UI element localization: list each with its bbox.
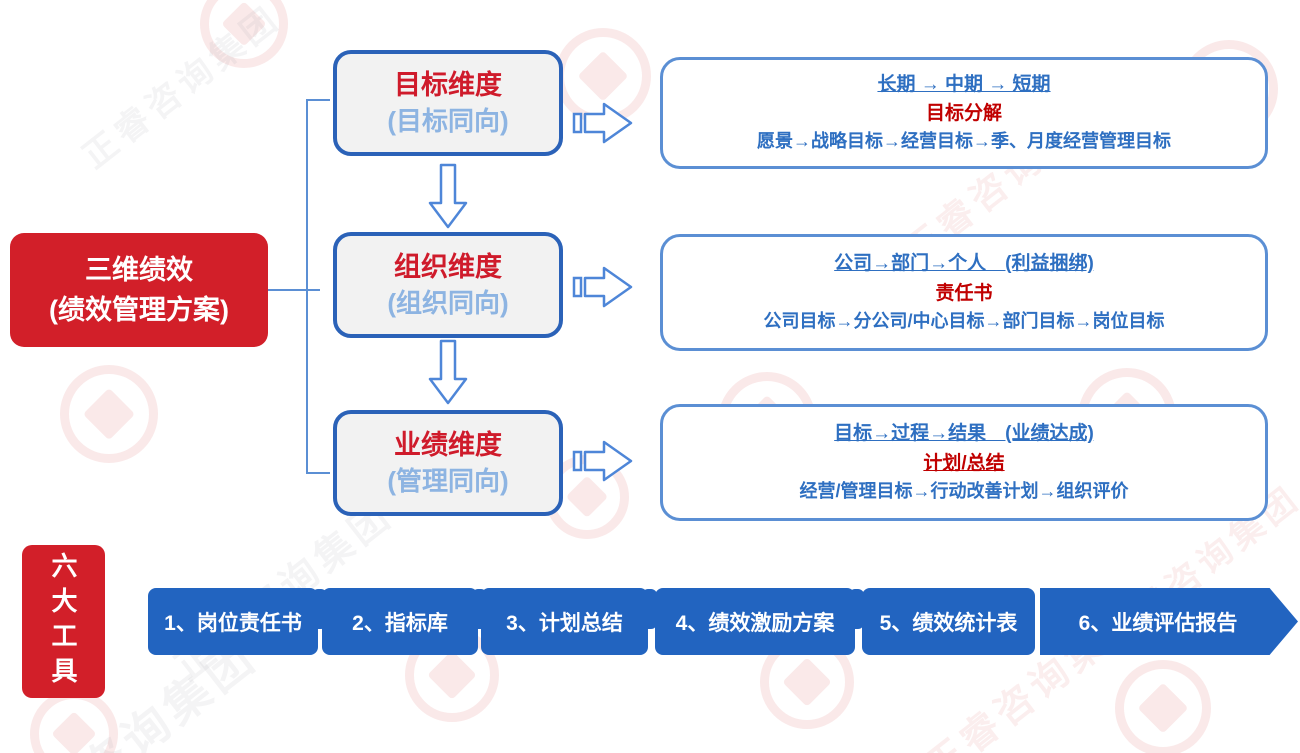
tool-label: 3、计划总结 [506, 611, 623, 635]
main-topic-title: 三维绩效 [85, 254, 193, 285]
dimension-box-performance: 业绩维度 (管理同向) [333, 410, 563, 516]
dimension-subtitle: (管理同向) [387, 465, 509, 496]
bracket-bottom-hook [306, 472, 330, 474]
watermark-logo-icon [60, 365, 158, 463]
dimension-box-organization: 组织维度 (组织同向) [333, 232, 563, 338]
bracket-middle-line [268, 289, 320, 291]
tool-item-2: 2、指标库 [322, 588, 487, 655]
watermark-logo-icon [1115, 660, 1211, 753]
dimension-title: 组织维度 [394, 252, 502, 283]
detail-box-goal: 长期 → 中期 → 短期 目标分解 愿景→战略目标→经营目标→季、月度经营管理目… [660, 57, 1268, 169]
tool-item-6: 6、业绩评估报告 [1040, 588, 1298, 655]
dimension-subtitle: (目标同向) [387, 105, 509, 136]
tool-label: 1、岗位责任书 [164, 611, 302, 635]
detail-line1: 公司→部门→个人 (利益捆绑) [834, 253, 1094, 275]
detail-line1: 目标→过程→结果 (业绩达成) [834, 423, 1094, 445]
dimension-box-goal: 目标维度 (目标同向) [333, 50, 563, 156]
detail-line2: 责任书 [935, 282, 993, 304]
detail-line1: 长期 → 中期 → 短期 [877, 73, 1051, 95]
tool-item-3: 3、计划总结 [481, 588, 657, 655]
bracket-vertical-line [306, 99, 308, 474]
main-topic-subtitle: (绩效管理方案) [49, 295, 229, 325]
down-arrow-icon [428, 163, 468, 229]
detail-line2: 计划/总结 [923, 452, 1005, 474]
detail-line2: 目标分解 [925, 103, 1002, 125]
tool-label: 6、业绩评估报告 [1078, 611, 1238, 635]
six-tools-label: 六大工具 [48, 551, 78, 692]
right-arrow-icon [572, 440, 633, 482]
main-topic-box: 三维绩效 (绩效管理方案) [10, 233, 268, 347]
tool-item-1: 1、岗位责任书 [148, 588, 327, 655]
down-arrow-icon [428, 339, 468, 405]
six-tools-label-box: 六大工具 [22, 545, 105, 698]
watermark-text: 正睿咨询集团 [75, 0, 289, 177]
bracket-top-hook [306, 99, 330, 101]
dimension-title: 目标维度 [394, 70, 502, 101]
detail-box-organization: 公司→部门→个人 (利益捆绑) 责任书 公司目标→分公司/中心目标→部门目标→岗… [660, 234, 1268, 351]
dimension-title: 业绩维度 [394, 430, 502, 461]
right-arrow-icon [572, 102, 633, 144]
tool-label: 4、绩效激励方案 [675, 611, 835, 635]
detail-line3: 公司目标→分公司/中心目标→部门目标→岗位目标 [763, 310, 1165, 331]
detail-box-performance: 目标→过程→结果 (业绩达成) 计划/总结 经营/管理目标→行动改善计划→组织评… [660, 404, 1268, 521]
watermark-logo-icon [200, 0, 288, 68]
detail-line3: 愿景→战略目标→经营目标→季、月度经营管理目标 [757, 131, 1171, 152]
tool-item-4: 4、绩效激励方案 [655, 588, 864, 655]
tool-label: 5、绩效统计表 [879, 611, 1018, 635]
detail-line3: 经营/管理目标→行动改善计划→组织评价 [799, 480, 1129, 501]
tool-item-5: 5、绩效统计表 [862, 588, 1035, 655]
tool-label: 2、指标库 [352, 611, 448, 635]
right-arrow-icon [572, 266, 633, 308]
dimension-subtitle: (组织同向) [387, 287, 509, 318]
